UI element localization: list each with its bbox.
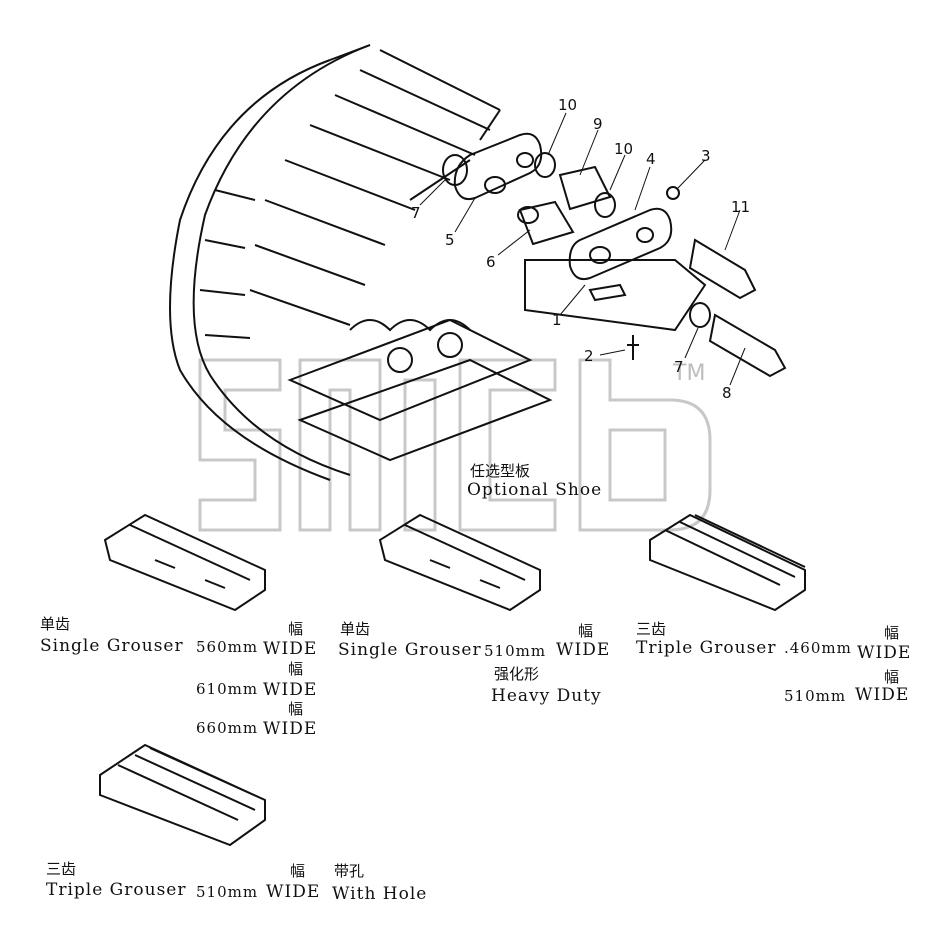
shoe-size: 610mm bbox=[196, 680, 259, 698]
callout-10a: 10 bbox=[558, 96, 578, 114]
callout-7b: 7 bbox=[674, 358, 684, 376]
shoe-hole-en: With Hole bbox=[332, 884, 428, 904]
shoe-wide-cn: 幅 bbox=[288, 660, 304, 678]
shoe-single-560 bbox=[103, 513, 266, 612]
shoe-size: 560mm bbox=[196, 638, 259, 656]
shoe-type-cn: 单齿 bbox=[40, 615, 71, 633]
shoe-plates bbox=[99, 513, 806, 847]
callout-8: 8 bbox=[722, 384, 732, 402]
shoe-wide-cn: 幅 bbox=[288, 700, 304, 718]
link-parts bbox=[442, 132, 787, 378]
shoe-hole-cn: 带孔 bbox=[334, 862, 365, 880]
callout-9: 9 bbox=[593, 115, 603, 133]
callout-11: 11 bbox=[731, 198, 751, 216]
callout-1: 1 bbox=[552, 311, 562, 329]
shoe-wide: WIDE bbox=[266, 882, 321, 902]
leader-lines bbox=[419, 112, 746, 386]
shoe-size: 510mm bbox=[484, 642, 547, 660]
shoe-size: 510mm bbox=[196, 883, 259, 901]
shoe-wide-cn: 幅 bbox=[288, 620, 304, 638]
watermark-tm: TM bbox=[672, 361, 705, 386]
callout-6: 6 bbox=[486, 253, 496, 271]
optional-shoe-en: Optional Shoe bbox=[467, 480, 603, 500]
track-chain bbox=[169, 44, 553, 481]
shoe-type-cn: 三齿 bbox=[636, 620, 667, 638]
shoe-note-cn: 强化形 bbox=[494, 665, 540, 683]
shoe-wide-cn: 幅 bbox=[884, 624, 900, 642]
shoe-wide-cn: 幅 bbox=[290, 862, 306, 880]
shoe-wide: WIDE bbox=[263, 680, 318, 700]
shoe-wide: WIDE bbox=[855, 685, 910, 705]
callout-7a: 7 bbox=[411, 204, 421, 222]
shoe-wide: WIDE bbox=[263, 639, 318, 659]
shoe-type-en: Triple Grouser bbox=[46, 880, 187, 900]
shoe-triple-510-hole bbox=[99, 743, 266, 847]
shoe-type-en: Single Grouser bbox=[40, 636, 184, 656]
shoe-wide: WIDE bbox=[263, 719, 318, 739]
callout-3: 3 bbox=[701, 147, 711, 165]
callout-10b: 10 bbox=[614, 140, 634, 158]
shoe-size: 660mm bbox=[196, 719, 259, 737]
callout-5: 5 bbox=[445, 231, 455, 249]
watermark-logo bbox=[198, 358, 712, 532]
shoe-triple-460 bbox=[649, 513, 806, 612]
shoe-size: .460mm bbox=[784, 639, 852, 657]
shoe-wide-cn: 幅 bbox=[578, 622, 594, 640]
shoe-wide-cn: 幅 bbox=[884, 668, 900, 686]
shoe-size: 510mm bbox=[784, 687, 847, 705]
shoe-type-en: Single Grouser bbox=[338, 640, 482, 660]
optional-shoe-cn: 任选型板 bbox=[470, 462, 531, 480]
callout-2: 2 bbox=[584, 347, 594, 365]
shoe-note-en: Heavy Duty bbox=[491, 686, 602, 706]
shoe-type-en: Triple Grouser bbox=[636, 638, 777, 658]
shoe-type-cn: 三齿 bbox=[46, 860, 77, 878]
callout-4: 4 bbox=[646, 150, 656, 168]
shoe-wide: WIDE bbox=[556, 640, 611, 660]
shoe-single-510 bbox=[378, 513, 541, 612]
shoe-type-cn: 单齿 bbox=[340, 620, 371, 638]
shoe-wide: WIDE bbox=[857, 643, 912, 663]
